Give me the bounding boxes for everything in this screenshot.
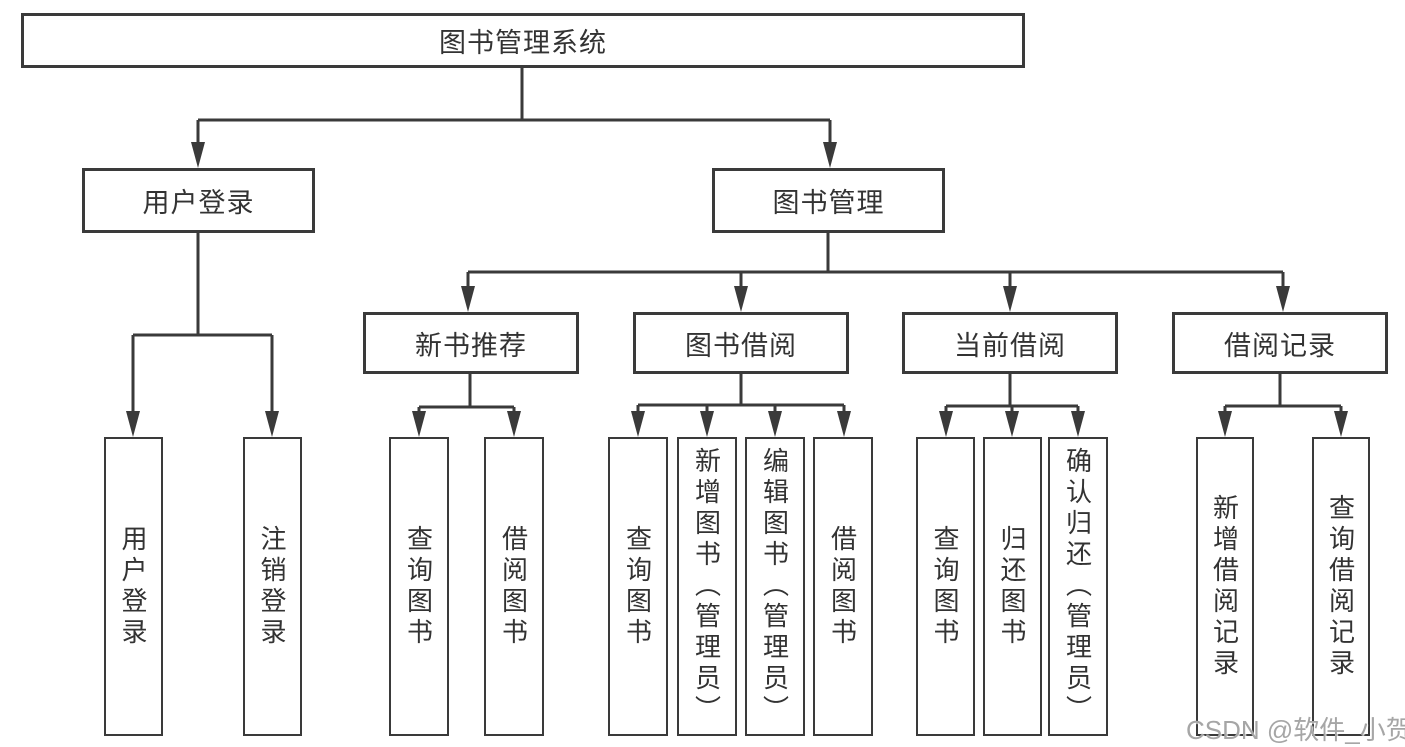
leaf-current-confirm-return-admin: 确认归还（管理员）	[1048, 437, 1108, 736]
connector-current-borrow-to-leaves	[939, 374, 1085, 437]
node-new-book-recommend: 新书推荐	[363, 312, 579, 374]
csdn-watermark: CSDN @软件_小贺同学	[1186, 715, 1405, 745]
node-user-login: 用户登录	[82, 168, 315, 233]
node-root: 图书管理系统	[21, 13, 1025, 68]
node-current-borrow: 当前借阅	[902, 312, 1118, 374]
node-book-borrow: 图书借阅	[633, 312, 849, 374]
leaf-current-return-book: 归还图书	[983, 437, 1042, 736]
leaf-borrow-edit-book-admin: 编辑图书（管理员）	[745, 437, 805, 736]
leaf-current-query-book: 查询图书	[916, 437, 975, 736]
leaf-newbook-query-book: 查询图书	[389, 437, 449, 736]
leaf-record-add-record: 新增借阅记录	[1196, 437, 1254, 736]
leaf-borrow-query-book: 查询图书	[608, 437, 668, 736]
node-book-management: 图书管理	[712, 168, 945, 233]
connector-root-to-branches	[191, 68, 837, 168]
connector-new-book-to-leaves	[412, 374, 521, 437]
connector-book-management-to-modules	[461, 233, 1290, 312]
connector-user-login-to-leaves	[126, 233, 279, 437]
leaf-borrow-borrow-book: 借阅图书	[813, 437, 873, 736]
leaf-borrow-add-book-admin: 新增图书（管理员）	[677, 437, 737, 736]
leaf-user-login: 用户登录	[104, 437, 163, 736]
node-borrow-record: 借阅记录	[1172, 312, 1388, 374]
connector-borrow-record-to-leaves	[1218, 374, 1348, 437]
leaf-newbook-borrow-book: 借阅图书	[484, 437, 544, 736]
leaf-logout: 注销登录	[243, 437, 302, 736]
leaf-record-query-record: 查询借阅记录	[1312, 437, 1370, 736]
connector-book-borrow-to-leaves	[631, 374, 851, 437]
